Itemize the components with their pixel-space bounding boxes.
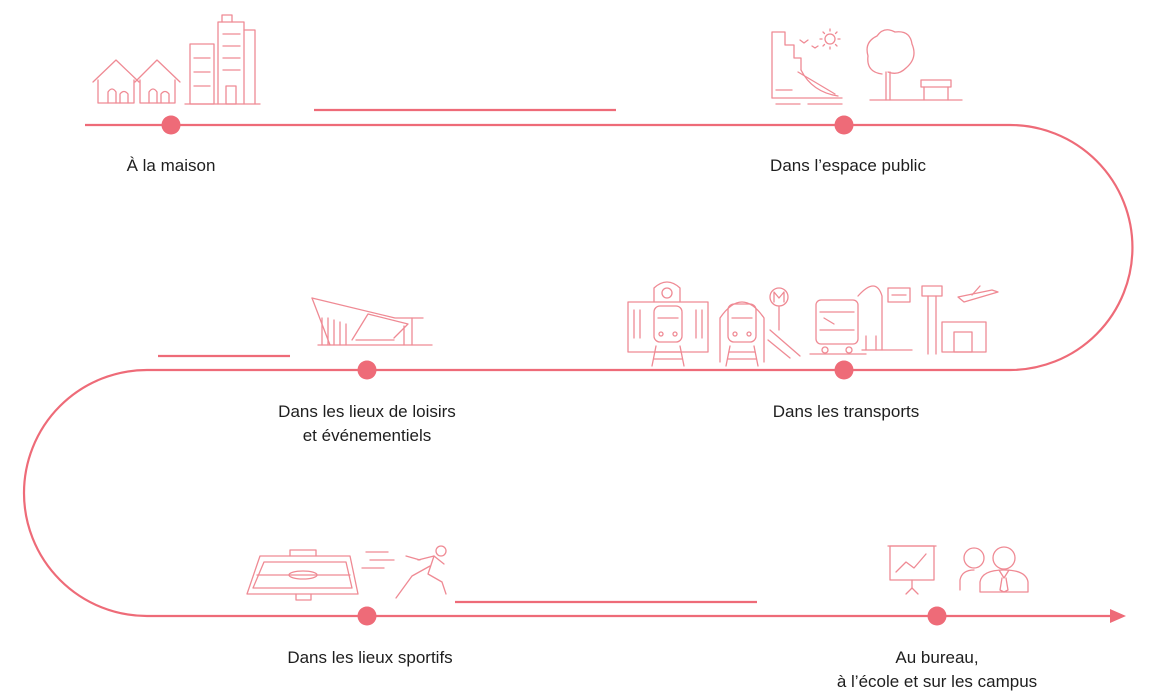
journey-arrowhead xyxy=(1110,609,1126,623)
step-label-bureau: Au bureau, à l’école et sur les campus xyxy=(837,646,1037,694)
step-label-line: À la maison xyxy=(126,156,216,175)
step-label-line: Dans l’espace public xyxy=(770,156,926,175)
step-label-line: Dans les lieux de loisirs xyxy=(278,402,456,421)
step-label-espace: Dans l’espace public xyxy=(770,154,926,178)
step-label-line: Dans les transports xyxy=(772,402,920,421)
step-label-maison: À la maison xyxy=(127,154,216,178)
houses-building-icon xyxy=(92,14,261,105)
step-dot-maison xyxy=(161,115,181,135)
step-label-sportifs: Dans les lieux sportifs xyxy=(287,646,452,670)
step-label-line: Dans les lieux sportifs xyxy=(287,648,453,667)
step-dot-bureau xyxy=(927,606,947,626)
office-icon xyxy=(887,545,1029,595)
step-label-transports: Dans les transports xyxy=(773,400,919,424)
step-label-line: à l’école et sur les campus xyxy=(836,672,1038,691)
step-dot-transports xyxy=(834,360,854,380)
transport-icon xyxy=(627,281,999,367)
step-label-loisirs: Dans les lieux de loisirs et événementie… xyxy=(278,400,456,448)
venue-icon xyxy=(311,297,433,346)
step-label-line: Au bureau, xyxy=(895,648,979,667)
step-dot-sportifs xyxy=(357,606,377,626)
step-dot-espace xyxy=(834,115,854,135)
step-dot-loisirs xyxy=(357,360,377,380)
sports-icon xyxy=(246,545,447,601)
park-icon xyxy=(771,28,963,105)
journey-path xyxy=(22,123,1134,618)
step-label-line: et événementiels xyxy=(302,426,432,445)
